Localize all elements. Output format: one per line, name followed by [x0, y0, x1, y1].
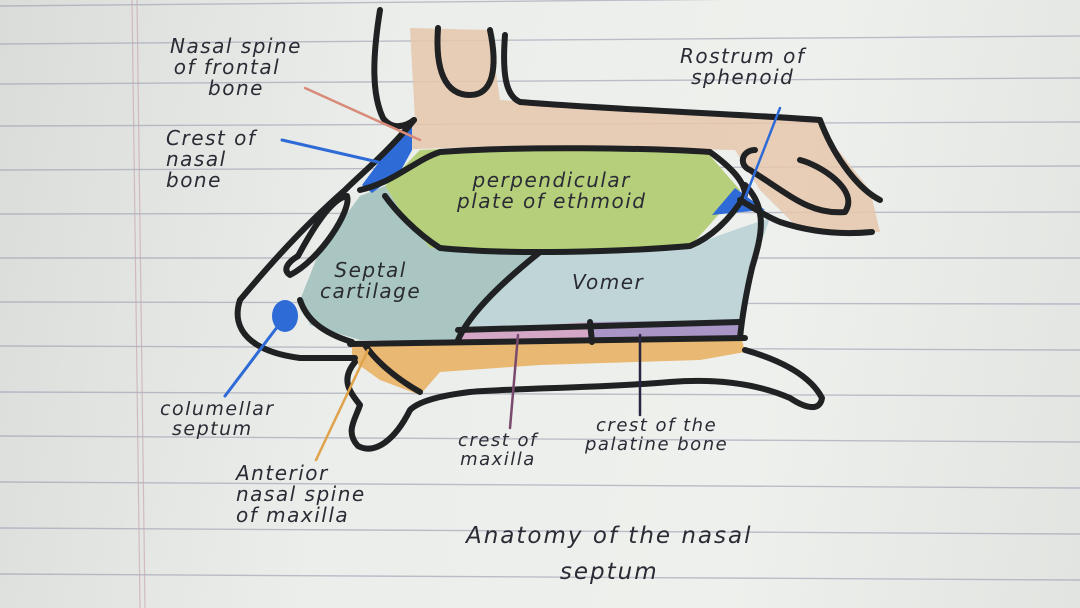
label-crest-maxilla: crest of maxilla — [458, 430, 538, 470]
diagram-title: Anatomy of the nasal septum — [466, 523, 753, 586]
leader-anterior-spine — [314, 348, 370, 462]
label-crest-nasal-bone: Crest of nasal bone — [166, 126, 257, 192]
septal-cartilage-fill — [300, 186, 540, 340]
label-rostrum-sphenoid: Rostrum of sphenoid — [680, 44, 806, 89]
frontal-bone-fill — [388, 28, 880, 232]
margin-lines — [131, 0, 146, 608]
leader-columellar — [223, 316, 286, 398]
leader-crest-maxilla — [508, 333, 520, 430]
maxilla-fill — [352, 340, 745, 395]
leader-rostrum — [743, 106, 782, 200]
label-nasal-spine-frontal: Nasal spine of frontal bone — [170, 34, 302, 100]
label-anterior-nasal-spine: Anterior nasal spine of maxilla — [236, 461, 366, 527]
ethmoid-plate-fill — [385, 146, 740, 252]
label-crest-palatine: crest of the palatine bone — [585, 415, 729, 455]
label-columellar-septum: columellar septum — [160, 398, 275, 440]
label-septal-cartilage: Septal cartilage — [320, 258, 422, 303]
label-vomer: Vomer — [572, 270, 645, 294]
leader-crest-nasal-bone — [280, 138, 380, 164]
leader-nasal-spine — [303, 86, 422, 142]
label-perpendicular-plate: perpendicular plate of ethmoid — [457, 168, 647, 213]
leader-lines — [223, 86, 782, 462]
